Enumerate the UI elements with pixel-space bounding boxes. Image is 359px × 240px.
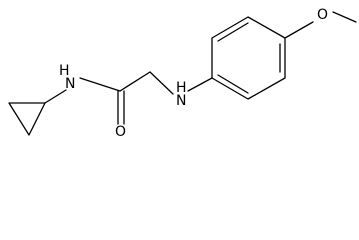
amine-n-label: N [176,93,186,109]
amide-h-label: H [59,63,70,79]
bond-carbonyl-to-ch2 [119,71,151,92]
ether-o-label: O [317,7,328,23]
carbonyl-o-label: O [115,124,126,137]
bond-amide-n-to-carbonyl [79,77,121,92]
structure-canvas: N H O N H O [8,7,357,137]
bond-amine-n-to-ring [187,77,213,92]
benzene-double-bond-3 [217,22,249,42]
amide-n-label: N [65,76,75,92]
molecule-diagram: N H O N H O [8,7,357,137]
bond-ch2-to-amine-n [149,71,174,95]
cyclopropyl-ring [8,102,46,136]
benzene-double-bond-1 [217,74,249,94]
bond-ether-o-to-methyl [332,11,357,23]
bond-ring-to-amide-n [44,89,67,104]
bond-ring-to-ether-o [284,21,314,39]
amine-h-label: H [176,80,187,96]
benzene-ring [211,16,286,100]
